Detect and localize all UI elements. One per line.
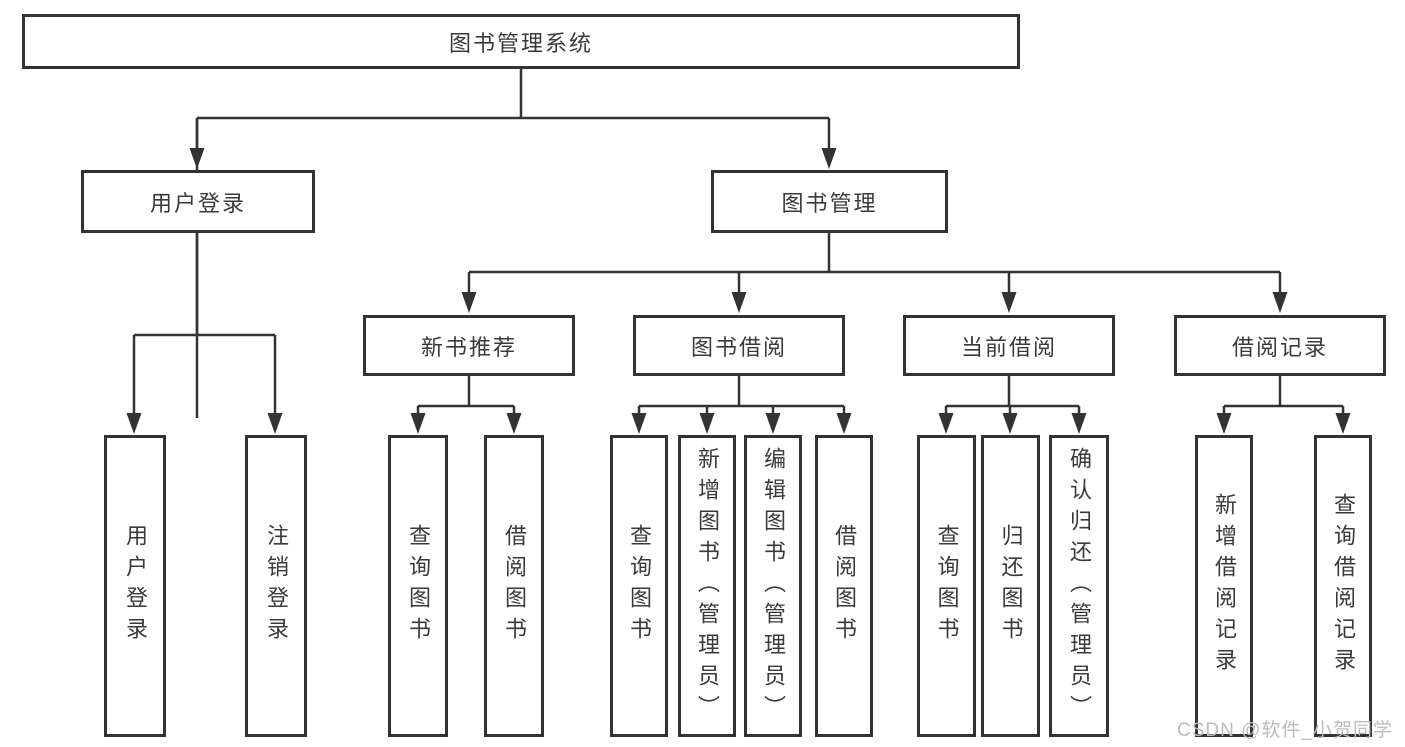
node-new-book-recommend: 新书推荐 (363, 315, 575, 376)
node-user-login: 用户登录 (81, 170, 315, 233)
leaf-bb-edit-books: 编辑图书（管理员） (744, 435, 802, 737)
leaf-user-login: 用户登录 (104, 435, 166, 737)
leaf-bb-query-books: 查询图书 (610, 435, 668, 737)
leaf-cb-query-books-label: 查询图书 (934, 524, 960, 648)
leaf-cb-return-books-label: 归还图书 (998, 524, 1024, 648)
leaf-br-query-record: 查询借阅记录 (1314, 435, 1372, 737)
node-borrow-records: 借阅记录 (1174, 315, 1386, 376)
node-root: 图书管理系统 (22, 14, 1020, 69)
connector (416, 375, 516, 420)
leaf-bb-add-books: 新增图书（管理员） (678, 435, 736, 737)
leaf-bb-query-books-label: 查询图书 (627, 524, 652, 648)
node-current-borrow: 当前借阅 (903, 315, 1115, 376)
leaf-nbr-borrow-books: 借阅图书 (484, 435, 544, 737)
connector (132, 232, 277, 420)
connector (195, 68, 831, 418)
leaf-br-add-record-label: 新增借阅记录 (1212, 493, 1237, 679)
leaf-bb-edit-books-label: 编辑图书（管理员） (761, 446, 786, 726)
leaf-nbr-borrow-books-label: 借阅图书 (502, 524, 527, 648)
node-book-borrow: 图书借阅 (633, 315, 845, 376)
arrowheads (126, 148, 1351, 434)
connector (1222, 375, 1345, 420)
leaf-bb-add-books-label: 新增图书（管理员） (695, 446, 720, 726)
leaf-br-add-record: 新增借阅记录 (1195, 435, 1253, 737)
leaf-bb-borrow-books-label: 借阅图书 (832, 524, 857, 648)
leaf-nbr-query-books-label: 查询图书 (406, 524, 431, 648)
leaf-cb-confirm-return-label: 确认归还（管理员） (1067, 446, 1092, 726)
leaf-logout-label: 注销登录 (264, 524, 289, 648)
node-book-management: 图书管理 (711, 170, 948, 233)
leaf-logout: 注销登录 (245, 435, 307, 737)
leaf-bb-borrow-books: 借阅图书 (815, 435, 873, 737)
leaf-br-query-record-label: 查询借阅记录 (1331, 493, 1356, 679)
leaf-user-login-label: 用户登录 (123, 524, 148, 648)
leaf-cb-return-books: 归还图书 (981, 435, 1040, 737)
leaf-cb-confirm-return: 确认归还（管理员） (1049, 435, 1109, 737)
csdn-watermark: CSDN @软件_小贺同学 (1177, 720, 1393, 741)
leaf-cb-query-books: 查询图书 (917, 435, 976, 737)
connector (467, 232, 1282, 299)
connector (637, 375, 846, 420)
leaf-nbr-query-books: 查询图书 (388, 435, 448, 737)
